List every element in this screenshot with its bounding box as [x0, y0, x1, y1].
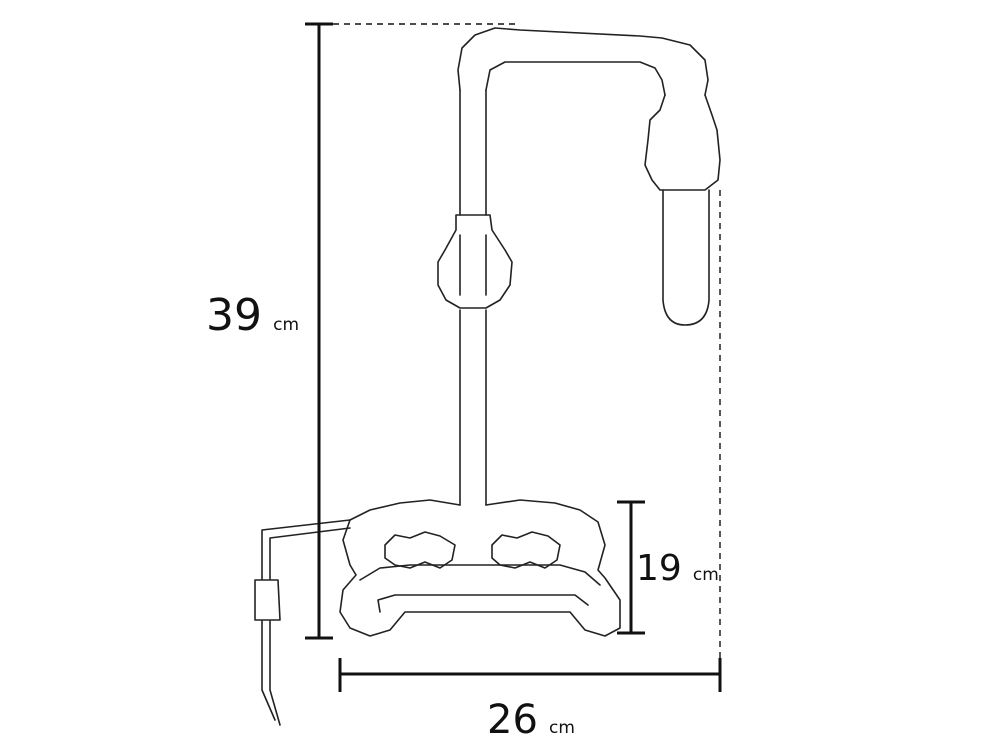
height-dimension: 39 cm	[206, 22, 516, 640]
base-slot-right	[491, 531, 561, 569]
top-elbow-arm	[457, 27, 709, 96]
base-height-value: 19	[636, 548, 682, 589]
base-height-label: 19 cm	[636, 548, 719, 589]
base-slot-left	[384, 531, 456, 569]
height-label: 39 cm	[206, 290, 299, 341]
stem-coupling	[437, 214, 513, 309]
width-label: 26 cm	[487, 697, 575, 739]
width-dimension: 26 cm	[338, 190, 722, 739]
base-height-unit: cm	[693, 565, 719, 585]
lamp-socket	[644, 94, 721, 191]
lamp-base	[339, 499, 621, 637]
lamp-bulb	[662, 189, 710, 326]
height-value: 39	[206, 290, 262, 341]
height-unit: cm	[273, 315, 299, 335]
width-value: 26	[487, 697, 538, 739]
pipe-lamp-outline	[254, 27, 721, 726]
power-cord	[254, 519, 351, 726]
base-inner-contour	[359, 564, 601, 613]
base-height-dimension: 19 cm	[617, 500, 719, 635]
lamp-stem	[459, 89, 487, 506]
width-unit: cm	[549, 718, 575, 738]
